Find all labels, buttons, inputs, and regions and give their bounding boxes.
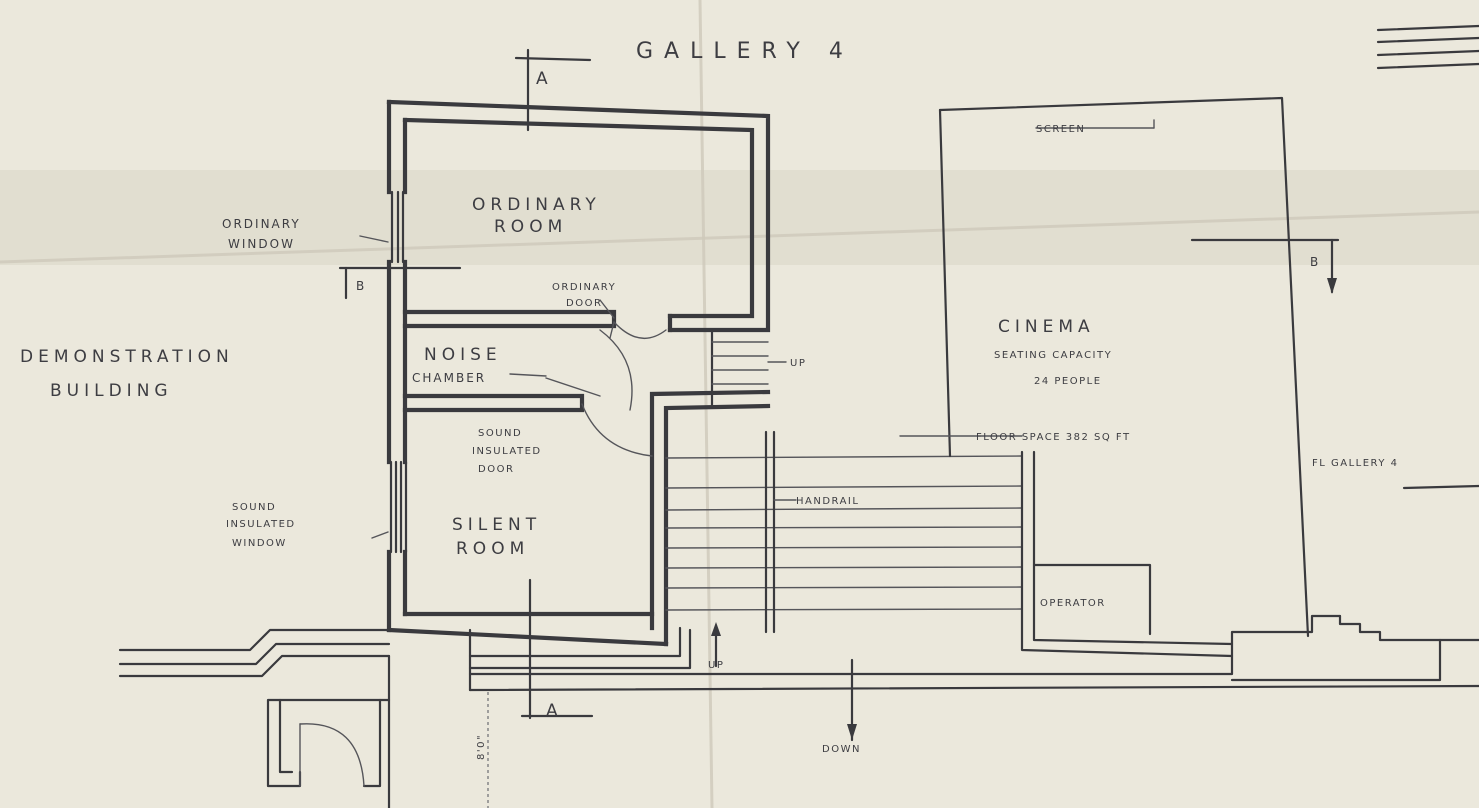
arrow-down (847, 658, 857, 742)
label-screen: SCREEN (1036, 124, 1085, 135)
label-sound-insulated-window-3: WINDOW (232, 538, 287, 549)
paper-fold-horizontal (0, 210, 1479, 264)
plan-title: GALLERY 4 (636, 39, 854, 64)
section-marker-a-top: A (536, 69, 553, 89)
label-ordinary-window-1: ORDINARY (222, 217, 301, 231)
label-up-bottom: UP (708, 660, 724, 671)
label-demonstration: DEMONSTRATION (20, 347, 234, 367)
label-down: DOWN (822, 744, 861, 755)
label-handrail: HANDRAIL (796, 496, 859, 507)
label-sound-insulated-window-1: SOUND (232, 502, 276, 513)
label-cinema: CINEMA (998, 317, 1095, 337)
section-marker-b-left: B (356, 279, 366, 293)
section-line-a-bottom (520, 578, 594, 720)
paper-shadow (0, 170, 1479, 265)
label-seating-capacity: SEATING CAPACITY (994, 350, 1112, 361)
label-noise-chamber-2: CHAMBER (412, 371, 486, 385)
arrow-up-bottom (711, 622, 721, 668)
label-people: 24 PEOPLE (1034, 376, 1102, 387)
label-sound-insulated-window-2: INSULATED (226, 519, 296, 530)
label-sound-insulated-door-3: DOOR (478, 464, 514, 475)
label-silent-room-1: SILENT (452, 515, 541, 535)
label-building: BUILDING (50, 381, 173, 401)
label-operator: OPERATOR (1040, 598, 1106, 609)
label-noise-chamber-1: NOISE (424, 345, 502, 365)
door-ordinary (609, 321, 667, 339)
door-noise-chamber (581, 329, 653, 457)
gallery-level-line (1402, 484, 1479, 490)
corridor-walls (118, 614, 1479, 808)
label-fl-gallery: FL GALLERY 4 (1312, 458, 1399, 469)
label-sound-insulated-door-2: INSULATED (472, 446, 542, 457)
window-ordinary (390, 190, 405, 264)
label-ordinary-room-2: ROOM (494, 217, 567, 237)
main-stair (665, 430, 1023, 634)
section-line-a-top (514, 48, 592, 132)
title-block-stripes (1376, 24, 1479, 70)
cinema-room (938, 96, 1310, 658)
label-dimension: 8'0" (476, 734, 487, 760)
label-up-stairs: UP (790, 358, 806, 369)
section-line-b-right (1190, 238, 1340, 294)
label-ordinary-door-2: DOOR (566, 298, 602, 309)
rooms-walls (386, 99, 771, 647)
stairs-up (710, 328, 787, 408)
section-line-b-left (338, 266, 462, 300)
label-silent-room-2: ROOM (456, 539, 529, 559)
leader-lines (359, 235, 1023, 539)
label-ordinary-door-1: ORDINARY (552, 282, 616, 293)
section-marker-b-right: B (1310, 255, 1320, 269)
label-ordinary-window-2: WINDOW (228, 237, 295, 251)
label-ordinary-room-1: ORDINARY (472, 195, 601, 215)
label-sound-insulated-door-1: SOUND (478, 428, 522, 439)
window-sound-insulated (389, 460, 408, 554)
label-floor-space: FLOOR SPACE 382 SQ FT (976, 432, 1131, 443)
section-marker-a-bottom: A (546, 701, 563, 721)
